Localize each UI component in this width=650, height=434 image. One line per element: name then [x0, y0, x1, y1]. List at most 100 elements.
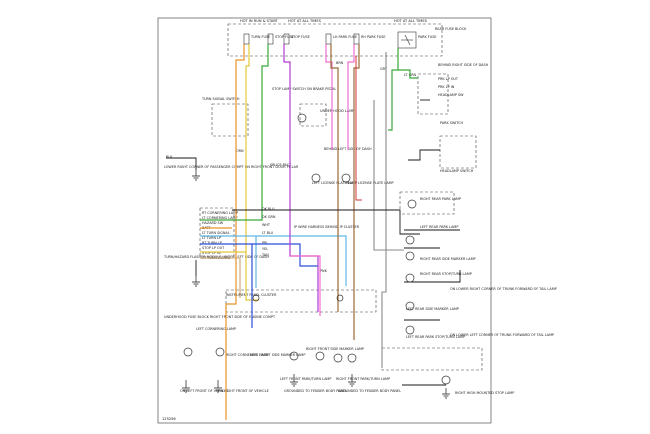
lamp-icon-5 [333, 353, 343, 363]
ip-harness-label: IP WIRE HARNESS BEHIND IP CLUSTER [294, 225, 360, 229]
bottom-lamp-1: LEFT CORNERING LAMP [196, 327, 236, 331]
wire-red [355, 56, 362, 201]
wire-label-orn: ORN [236, 149, 244, 153]
high-stop-label: RIGHT HIGH MOUNTED STOP LAMP [455, 391, 514, 395]
pin-label-1: RT CORNERING LAMP [202, 211, 238, 215]
wire-lightgreen [397, 48, 418, 79]
wire-purple [283, 44, 319, 300]
ground-icon-6 [192, 276, 200, 287]
wire-orange [225, 44, 245, 420]
wire-label-yel: YEL [262, 247, 268, 251]
lamp-icon-15 [405, 325, 415, 335]
lamp-icons [183, 113, 451, 385]
lamp-icon-3 [289, 351, 299, 361]
under-hood-lamp-label: UNDER HOOD LAMP [320, 109, 354, 113]
left-rear-stop-turn-label: LEFT REAR PARK STOP/TURN LAMP [406, 335, 465, 339]
footer-code: 125256 [162, 417, 176, 421]
lower-left-corner-label: ON LOWER LEFT CORNER OF TRUNK FORWARD OF… [450, 333, 554, 337]
lamp-icon-7 [297, 113, 307, 123]
wire-lightgreen-2 [388, 69, 398, 131]
lamp-icon-10 [407, 199, 417, 209]
fuse-label-2: STOP FUSE [275, 35, 294, 39]
ground-icon-2 [214, 380, 222, 393]
lamp-icon-12 [405, 251, 415, 261]
right-rear-park-label: RIGHT REAR PARK LAMP [420, 197, 461, 201]
wire-group [166, 44, 461, 420]
ground-icon-7 [442, 388, 450, 399]
bottom-lamp-4: RIGHT FRONT SIDE MARKER LAMP [306, 347, 364, 351]
fuse-icon [243, 31, 417, 49]
wire-gray [381, 52, 387, 368]
lamp-icon-11 [405, 235, 415, 245]
right-rear-side-marker-label: RIGHT REAR SIDE MARKER LAMP [420, 257, 476, 261]
wire-pink [325, 44, 333, 150]
bottom-note-6: GROUNDED TO FENDER BODY PANEL [338, 389, 401, 393]
headlamp-switch [439, 135, 477, 169]
wire-label-ltblu: LT BLU [262, 231, 274, 235]
park-switch-label: PARK SWITCH [440, 121, 464, 125]
ground-icons [182, 170, 450, 399]
lamp-icon-18 [336, 294, 344, 302]
bottom-lamp-6: RIGHT FRONT PARK/TURN LAMP [336, 377, 390, 381]
behind-dash-label: BEHIND RIGHT SIDE OF DASH [438, 63, 489, 67]
wire-black-10 [408, 149, 440, 161]
wire-black-5 [404, 270, 461, 283]
left-license-label: LEFT LICENSE PLATE LAMP [312, 181, 357, 185]
wire-label-pnk: PNK [320, 269, 328, 273]
right-rear-stop-turn-label: RIGHT REAR STOP/TURN LAMP [420, 272, 472, 276]
lamp-icon-14 [405, 301, 415, 311]
left-rear-park-label: LEFT REAR PARK LAMP [420, 225, 458, 229]
bottom-note-2: ON RIGHT FRONT OF VEHICLE [218, 389, 269, 393]
lamp-icon-17 [252, 294, 260, 302]
wire-blue-2 [252, 243, 318, 267]
fuse-block [227, 23, 443, 57]
pin-heading-3: HEADLAMP SW [438, 93, 464, 97]
bottom-lamp-5: LEFT FRONT PARK/TURN LAMP [280, 377, 331, 381]
pin-heading-2: PRK LP IN [438, 85, 455, 89]
wire-label-tan: TAN [261, 253, 269, 257]
lamp-icon-1 [183, 347, 193, 357]
ground-icon-3 [290, 374, 298, 387]
lamp-icon-9 [341, 173, 351, 183]
hot-all-times-label-2: HOT AT ALL TIMES [394, 19, 428, 23]
lamp-icon-6 [347, 353, 357, 363]
bottom-note-5: GROUNDED TO FENDER BODY PANEL [284, 389, 347, 393]
wire-gray-2 [373, 100, 404, 251]
fuse-label-3: STOP FUSE [291, 35, 310, 39]
wire-label-ppl: PPL [262, 241, 268, 245]
rear-fuse-block-label: REAR FUSE BLOCK [435, 27, 467, 31]
turn-signal-switch-label: TURN SIGNAL SWITCH [201, 97, 240, 101]
right-license-label: RIGHT LICENSE PLATE LAMP [346, 181, 394, 185]
wire-black-2 [232, 209, 420, 235]
ground-icon-4 [348, 374, 356, 387]
wire-black-1 [166, 157, 197, 170]
wire-green [200, 44, 269, 221]
ground-icon-1 [182, 380, 190, 393]
diagram-frame [157, 17, 492, 424]
bottom-lamp-3: LEFT FRONT SIDE MARKER LAMP [250, 353, 305, 357]
fuse-label-1: TURN FUSE [250, 35, 270, 39]
hot-all-times-label: HOT AT ALL TIMES [288, 19, 322, 23]
lamp-icon-8 [311, 173, 321, 183]
wire-tan [200, 257, 241, 298]
hazard-flasher-label: TURN/HAZARD FLASHER MODULE UNDER LEFT SI… [163, 255, 269, 259]
wire-label-dkgrn: DK GRN [262, 215, 276, 219]
fuse-label-6: PARK FUSE [418, 35, 437, 39]
pin-label-5: LT TURN SIGNAL [202, 231, 230, 235]
wire-pink-2 [347, 44, 355, 150]
pin-label-3: HAZARD SW [202, 221, 224, 225]
pin-label-9: STOP LP IN [202, 251, 221, 255]
fuse-label-4: LH PARK FUSE [333, 35, 357, 39]
wire-label-blk: BLK [166, 155, 173, 159]
lamp-icon-13 [405, 273, 415, 283]
bottom-lamp-2: RIGHT CORNERING LAMP [226, 353, 269, 357]
ground-icon-5 [192, 170, 200, 181]
lamp-icon-2 [215, 347, 225, 357]
wire-label-gry: GRY [380, 67, 388, 71]
pin-label-2: LT CORNERING LAMP [202, 216, 238, 220]
relay-icon [401, 34, 413, 46]
lower-right-corner-left-label: LOWER RIGHT CORNER OF PASSENGER COMPT ON… [164, 165, 299, 169]
left-rear-side-marker-label: LEFT REAR SIDE MARKER LAMP [406, 307, 459, 311]
wire-label-dkblu: DK BLU [262, 207, 275, 211]
